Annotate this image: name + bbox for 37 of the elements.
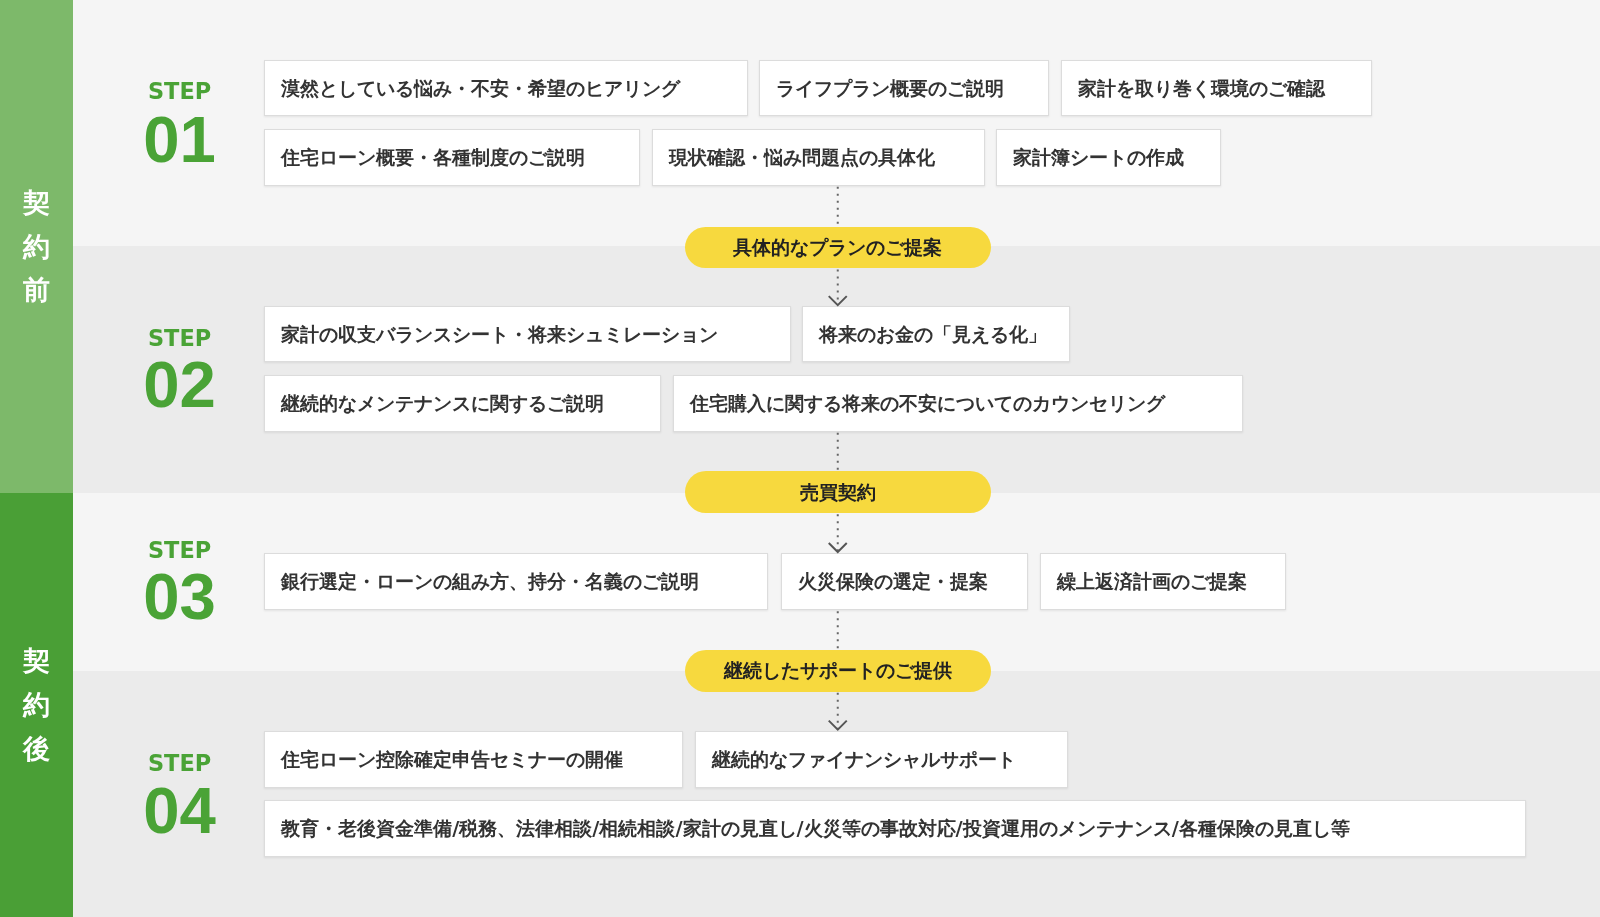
task-box: 継続的なファイナンシャルサポート [694,730,1069,788]
task-box: 銀行選定・ローンの組み方、持分・名義のご説明 [264,553,769,611]
task-box: 火災保険の選定・提案 [780,553,1028,611]
task-box: 住宅ローン概要・各種制度のご説明 [264,128,640,186]
arrow [827,691,848,731]
task-box: 家計簿シートの作成 [995,128,1222,186]
step-number: 01 [142,107,217,173]
task-box: 繰上返済計画のご提案 [1039,553,1286,611]
task-box: ライフプラン概要のご説明 [759,60,1049,117]
step-number: 02 [142,352,217,418]
task-box: 家計を取り巻く環境のご確認 [1061,60,1373,117]
arrow [827,268,848,307]
task-box: 現状確認・悩み問題点の具体化 [652,128,985,186]
step-label: STEP [146,326,213,349]
phase-band [0,492,74,917]
step-number: 04 [142,777,217,843]
milestone-pill: 具体的なプランのご提案 [684,226,991,269]
task-box: 家計の収支バランスシート・将来シュミレーション [264,306,791,363]
dotted-line [836,610,839,650]
milestone-pill: 売買契約 [684,471,991,514]
milestone-pill: 継続したサポートのご提供 [684,650,991,692]
task-box: 教育・老後資金準備/税務、法律相談/相続相談/家計の見直し/火災等の事故対応/投資運用のメンテナンス/各種保険の見直し等 [264,800,1526,858]
step-label: STEP [146,752,213,775]
arrow [827,513,848,554]
task-box: 継続的なメンテナンスに関するご説明 [264,375,662,432]
task-box: 将来のお金の「見える化」 [802,306,1071,363]
step-label: STEP [146,538,213,562]
task-box: 住宅ローン控除確定申告セミナーの開催 [264,730,683,788]
step-number: 03 [142,564,217,630]
task-box: 漠然としている悩み・不安・希望のヒアリング [264,60,748,117]
phase-band [0,0,74,493]
dotted-line [836,431,839,472]
dotted-line [836,185,839,227]
step-label: STEP [146,79,213,103]
task-box: 住宅購入に関する将来の不安についてのカウンセリング [673,375,1243,432]
phase-label: 契約後 [22,644,52,766]
phase-label: 契約前 [22,185,52,308]
